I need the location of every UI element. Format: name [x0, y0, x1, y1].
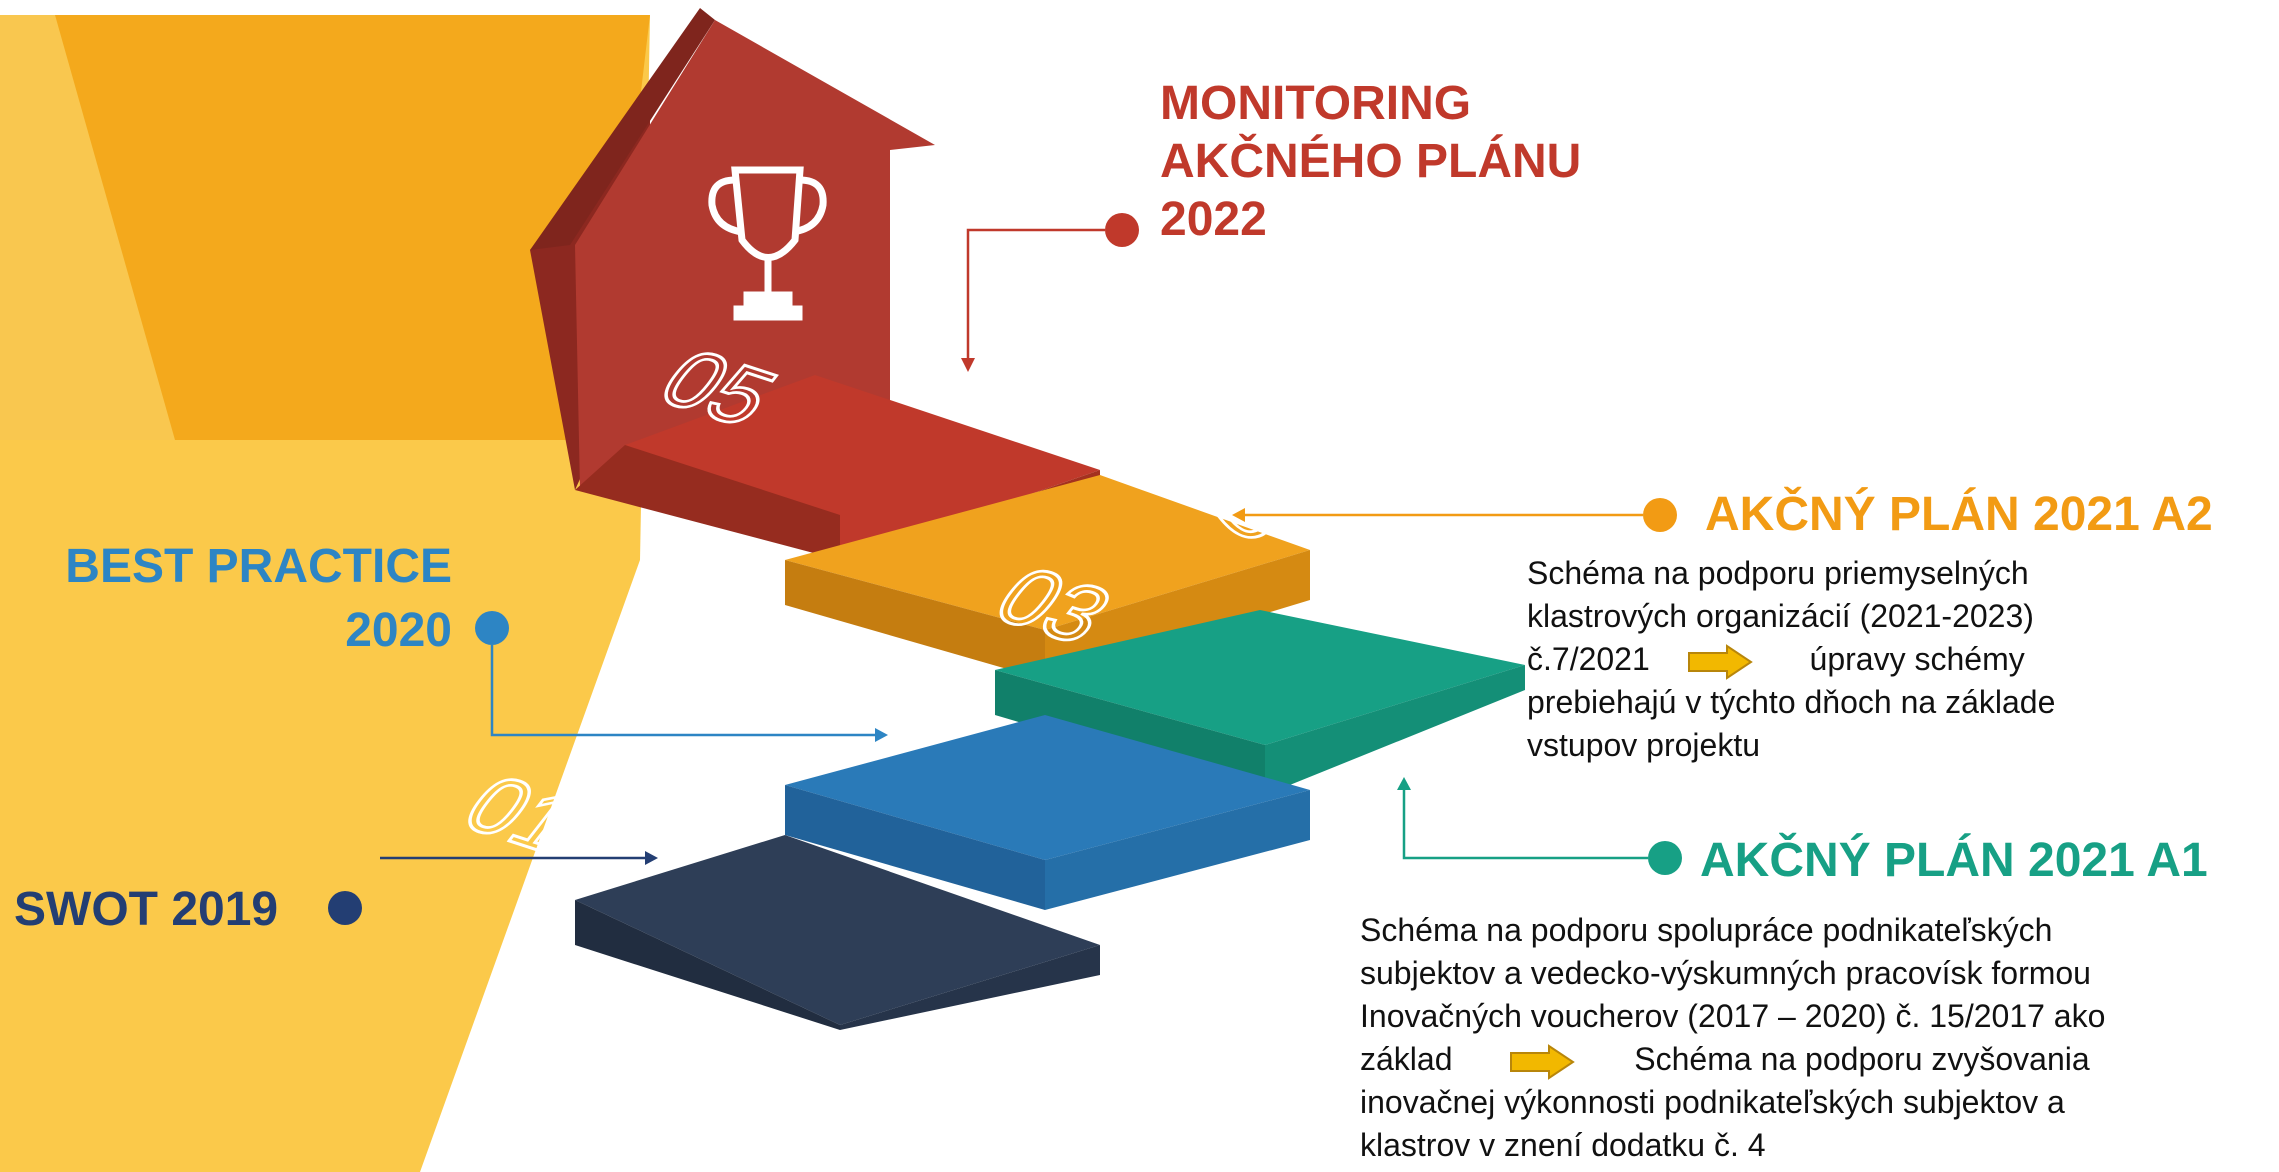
a2-line5: vstupov projektu [1527, 727, 1761, 763]
a1-title: AKČNÝ PLÁN 2021 A1 [1700, 834, 2208, 887]
a1-line4-part1: základ [1360, 1041, 1453, 1077]
arrow-right-icon [1510, 1043, 1576, 1080]
a1-line4: základ Schéma na podporu zvyšovania [1360, 1038, 2105, 1081]
a2-line1: Schéma na podporu priemyselných [1527, 555, 2029, 591]
step-02-front [785, 785, 1045, 910]
monitoring-title-line1: MONITORING [1160, 77, 1472, 130]
connector-best [475, 611, 888, 742]
connector-monitoring [961, 213, 1139, 372]
a1-line2: subjektov a vedecko-výskumných pracovísk… [1360, 955, 2091, 991]
house-roof-side [530, 8, 715, 250]
step-03-right [1265, 665, 1525, 795]
best-practice-title: BEST PRACTICE 2020 [22, 535, 452, 663]
background-orange-band [0, 15, 650, 440]
step-02-number: 02 [686, 630, 840, 740]
monitoring-title: MONITORING AKČNÉHO PLÁNU 2022 [1160, 75, 1581, 249]
connector-swot [328, 851, 658, 925]
monitoring-title-line2: AKČNÉHO PLÁNU [1160, 135, 1582, 188]
background-light-strip [0, 15, 175, 440]
a1-line6: klastrov v znení dodatku č. 4 [1360, 1127, 1766, 1163]
step-02: 02 [684, 629, 1310, 910]
step-01-top [575, 835, 1100, 1025]
connector-a1 [1397, 777, 1682, 875]
step-05-front [575, 445, 840, 560]
trophy-icon [708, 166, 827, 321]
best-practice-title-line1: BEST PRACTICE [65, 540, 452, 593]
a2-title: AKČNÝ PLÁN 2021 A2 [1705, 488, 2213, 541]
step-01-right [840, 945, 1100, 1030]
a2-line4: prebiehajú v týchto dňoch na základe [1527, 684, 2056, 720]
step-01-front [575, 900, 840, 1030]
step-02-top [785, 715, 1310, 860]
a2-description: Schéma na podporu priemyselných klastrov… [1527, 552, 2055, 767]
best-practice-title-line2: 2020 [345, 604, 452, 657]
a2-line3-part1: č.7/2021 [1527, 641, 1650, 677]
step-03-top [995, 610, 1525, 745]
a1-description: Schéma na podporu spolupráce podnikateľs… [1360, 909, 2105, 1167]
a1-line4-part2: Schéma na podporu zvyšovania [1634, 1041, 2090, 1077]
monitoring-title-line3: 2022 [1160, 193, 1267, 246]
a2-line3-part2: úpravy schémy [1809, 641, 2025, 677]
swot-title: SWOT 2019 [14, 883, 279, 936]
step-05-top [625, 375, 1100, 560]
connector-a2 [1232, 498, 1677, 532]
arrow-right-icon [1687, 643, 1753, 680]
a2-line3: č.7/2021 úpravy schémy [1527, 638, 2055, 681]
a2-line2: klastrových organizácií (2021-2023) [1527, 598, 2034, 634]
step-02-right [1045, 790, 1310, 910]
step-04-top [785, 475, 1310, 630]
a1-line1: Schéma na podporu spolupráce podnikateľs… [1360, 912, 2053, 948]
a1-line3: Inovačných voucherov (2017 – 2020) č. 15… [1360, 998, 2106, 1034]
a1-line5: inovačnej výkonnosti podnikateľských sub… [1360, 1084, 2065, 1120]
step-04-front [785, 560, 1045, 680]
